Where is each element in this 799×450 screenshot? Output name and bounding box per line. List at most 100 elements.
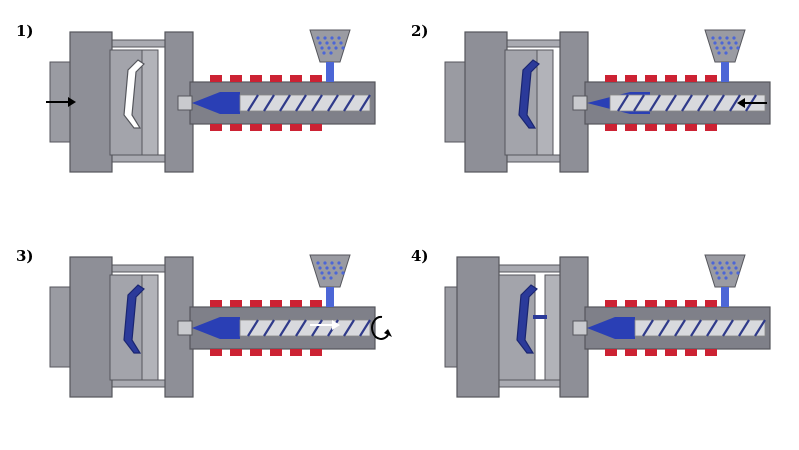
heater-band-bottom <box>210 124 222 131</box>
ejected-part-stem <box>533 315 547 319</box>
retract-arrow-head <box>332 320 340 330</box>
heater-band-top <box>250 75 262 82</box>
injection-machine-diagram-2 <box>444 29 771 173</box>
heater-band-bottom <box>270 124 282 131</box>
molten-plastic <box>192 317 240 339</box>
heater-band-bottom <box>665 124 677 131</box>
heater-band-bottom <box>685 124 697 131</box>
screw-flight <box>279 94 291 112</box>
pellet <box>729 271 733 275</box>
mold-cavity <box>516 284 538 354</box>
fixed-mold-half <box>544 274 562 381</box>
pellet <box>720 41 724 45</box>
screw-flight <box>263 319 275 337</box>
screw-flight <box>665 94 677 112</box>
fixed-mold-half <box>141 274 159 381</box>
screw-flight <box>690 319 702 337</box>
hopper-feed-throat <box>326 287 334 307</box>
hopper <box>309 254 351 288</box>
heater-band-bottom <box>705 124 717 131</box>
heater-band-top <box>665 300 677 307</box>
nozzle <box>177 95 193 111</box>
step-1-panel: 1) <box>10 20 390 210</box>
pellet <box>325 266 329 270</box>
hopper <box>704 254 746 288</box>
screw-flight <box>649 94 661 112</box>
screw-flight <box>295 94 307 112</box>
pellet <box>715 46 719 50</box>
heater-band-top <box>625 300 637 307</box>
screw-flight <box>247 94 259 112</box>
pellet <box>736 271 740 275</box>
pellet <box>711 36 715 40</box>
heater-band-top <box>290 300 302 307</box>
mold-cavity <box>123 59 145 129</box>
molten-plastic <box>587 317 635 339</box>
pellet <box>725 36 729 40</box>
injection-arrow-head <box>737 98 745 108</box>
nozzle <box>572 95 588 111</box>
heater-band-bottom <box>605 349 617 356</box>
screw-flight <box>633 94 645 112</box>
heater-band-top <box>645 75 657 82</box>
hopper <box>309 29 351 63</box>
pellet <box>724 276 728 280</box>
pellet <box>330 36 334 40</box>
screw-flight <box>681 94 693 112</box>
screw-flight <box>359 94 371 112</box>
pellet <box>713 41 717 45</box>
pellet <box>717 51 721 55</box>
fixed-mold-half <box>536 49 554 156</box>
pellet <box>325 41 329 45</box>
mold-cavity <box>123 284 145 354</box>
pellet <box>318 266 322 270</box>
pellet <box>727 41 731 45</box>
heater-band-bottom <box>685 349 697 356</box>
screw-flight <box>279 319 291 337</box>
pellet <box>337 36 341 40</box>
pellet <box>732 261 736 265</box>
heater-band-bottom <box>230 124 242 131</box>
heater-band-top <box>210 300 222 307</box>
heater-band-top <box>210 75 222 82</box>
heater-band-top <box>605 300 617 307</box>
heater-band-bottom <box>250 349 262 356</box>
screw-flight <box>343 94 355 112</box>
heater-band-top <box>230 300 242 307</box>
pellet <box>339 266 343 270</box>
pellet <box>727 266 731 270</box>
screw-flight <box>706 319 718 337</box>
screw-flight <box>658 319 670 337</box>
heater-band-bottom <box>645 124 657 131</box>
step-4-panel: 4) <box>405 245 785 435</box>
heater-band-top <box>230 75 242 82</box>
heater-band-top <box>290 75 302 82</box>
pellet <box>337 261 341 265</box>
screw-flight <box>754 319 766 337</box>
heater-band-bottom <box>625 124 637 131</box>
heater-band-top <box>705 300 717 307</box>
screw-flight <box>343 319 355 337</box>
moving-platen <box>69 31 113 173</box>
pellet <box>711 261 715 265</box>
heater-band-top <box>625 75 637 82</box>
screw-flight <box>263 94 275 112</box>
pellet <box>327 271 331 275</box>
pellet <box>318 41 322 45</box>
pellet <box>732 36 736 40</box>
pellet <box>332 266 336 270</box>
pellet <box>722 271 726 275</box>
screw-flight <box>642 319 654 337</box>
screw-flight <box>247 319 259 337</box>
pellet <box>725 261 729 265</box>
screw-flight <box>359 319 371 337</box>
heater-band-top <box>270 300 282 307</box>
heater-band-top <box>685 300 697 307</box>
heater-band-top <box>270 75 282 82</box>
heater-band-bottom <box>705 349 717 356</box>
screw-flight <box>311 319 323 337</box>
screw-flight <box>738 319 750 337</box>
pellet <box>718 261 722 265</box>
step-2-panel: 2) <box>405 20 785 210</box>
heater-band-bottom <box>605 124 617 131</box>
